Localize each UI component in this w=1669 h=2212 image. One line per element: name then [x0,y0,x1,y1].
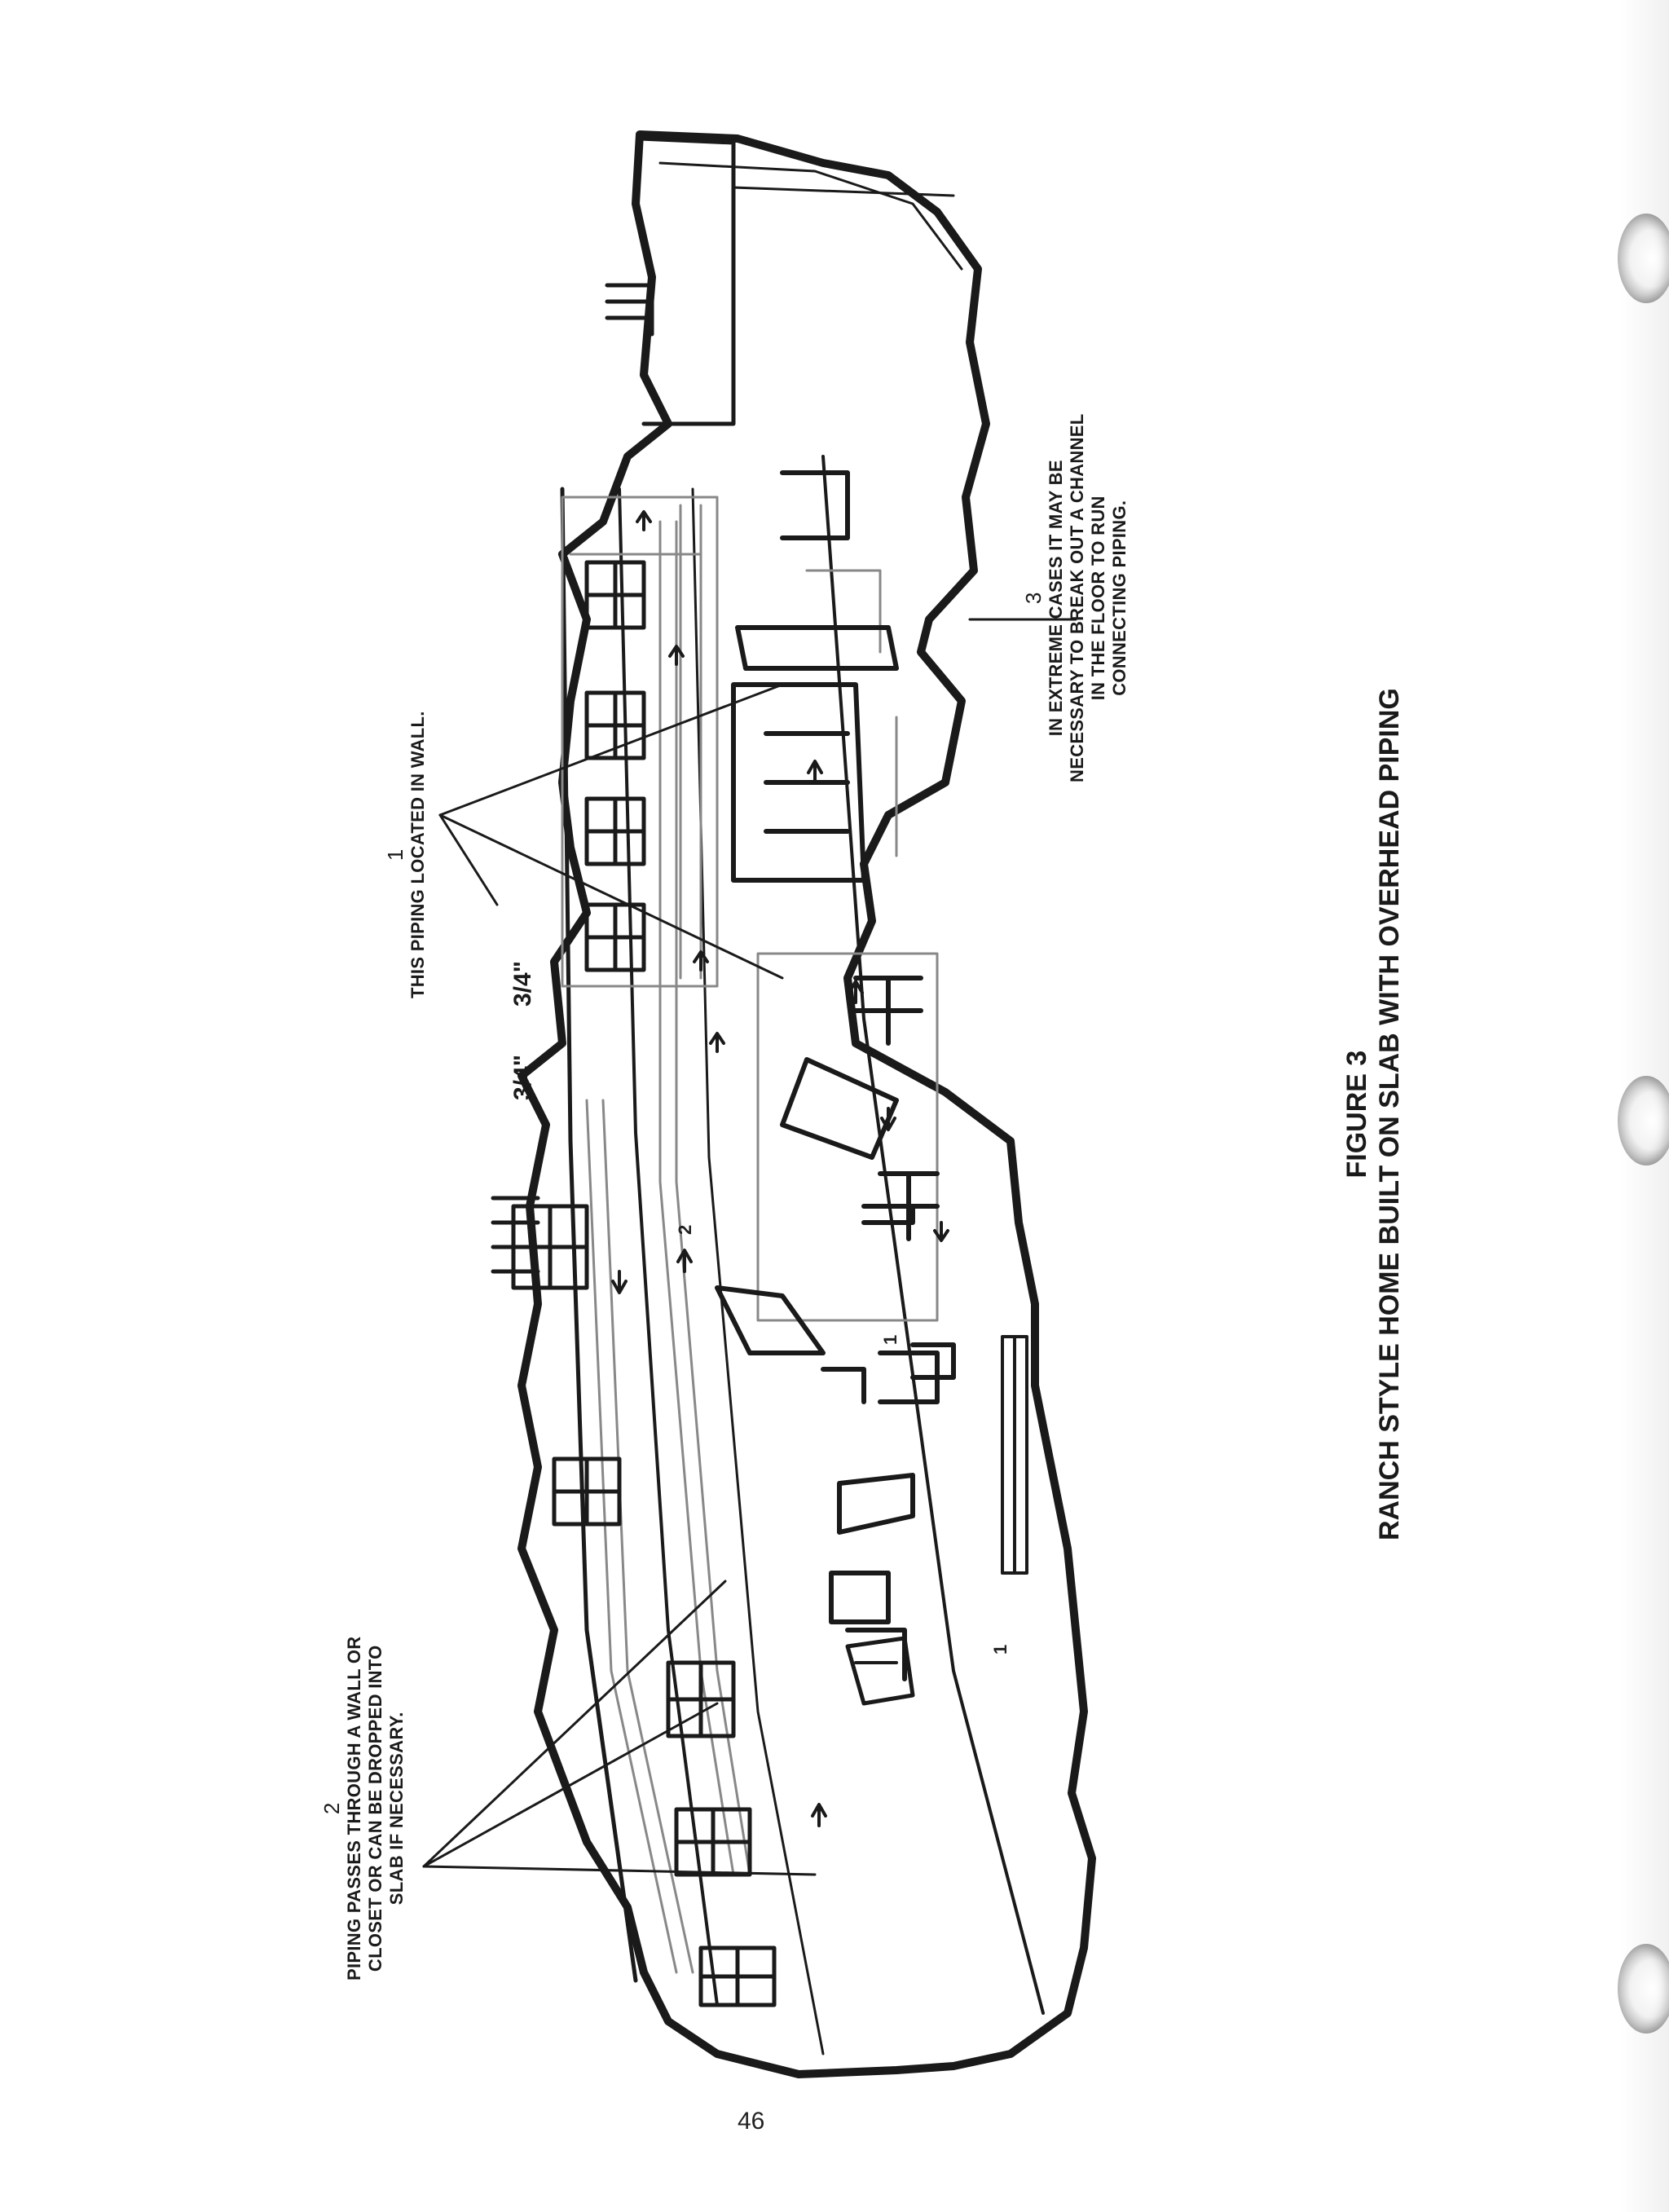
room-marker-1b: 1 [990,1644,1011,1655]
garage-block [637,136,736,426]
figure-title: RANCH STYLE HOME BUILT ON SLAB WITH OVER… [1374,688,1405,1540]
callout-1-number: 1 [383,848,407,861]
callout-1-line-1: THIS PIPING LOCATED IN WALL. [407,711,428,998]
binder-hole-middle [1618,1076,1669,1165]
wall-back [560,487,638,1983]
figure-caption: FIGURE 3 RANCH STYLE HOME BUILT ON SLAB … [1341,688,1406,1540]
callout-3-line-1: IN EXTREME CASES IT MAY BE [1046,460,1066,737]
room-marker-1a: 1 [880,1334,901,1345]
callout-3-line-4: CONNECTING PIPING. [1109,500,1130,696]
wall-front [821,455,1045,2015]
binder-hole-top [1618,214,1669,303]
binder-hole-bottom [1618,1944,1669,2034]
callout-3-line-3: IN THE FLOOR TO RUN [1088,496,1108,701]
pipe-size-label-1: 3/4" [509,961,536,1007]
interior-furniture [715,470,956,1681]
room-marker-2: 2 [675,1224,695,1235]
callout-3: 3 IN EXTREME CASES IT MAY BE NECESSARY T… [1021,414,1130,783]
pipe-size-label-2: 3/4" [509,1055,536,1100]
callout-2-number: 2 [319,1802,344,1815]
callout-3-number: 3 [1021,592,1046,605]
callout-2-line-2: CLOSET OR CAN BE DROPPED INTO [365,1645,385,1972]
callout-2: 2 PIPING PASSES THROUGH A WALL OR CLOSET… [319,1637,407,1981]
callout-2-line-3: SLAB IF NECESSARY. [386,1712,407,1906]
front-steps [1001,1335,1028,1575]
leader-lines [422,618,1077,1876]
page-number: 46 [738,2108,765,2135]
figure-number: FIGURE 3 [1341,1050,1372,1179]
callout-2-line-1: PIPING PASSES THROUGH A WALL OR [344,1636,364,1981]
callout-3-line-2: NECESSARY TO BREAK OUT A CHANNEL [1067,413,1087,783]
flow-arrows [611,510,949,1827]
callout-1: 1 THIS PIPING LOCATED IN WALL. [383,711,429,998]
house-outline [517,130,1096,2078]
wall-inner-1 [618,487,719,2007]
windows [511,560,777,2007]
